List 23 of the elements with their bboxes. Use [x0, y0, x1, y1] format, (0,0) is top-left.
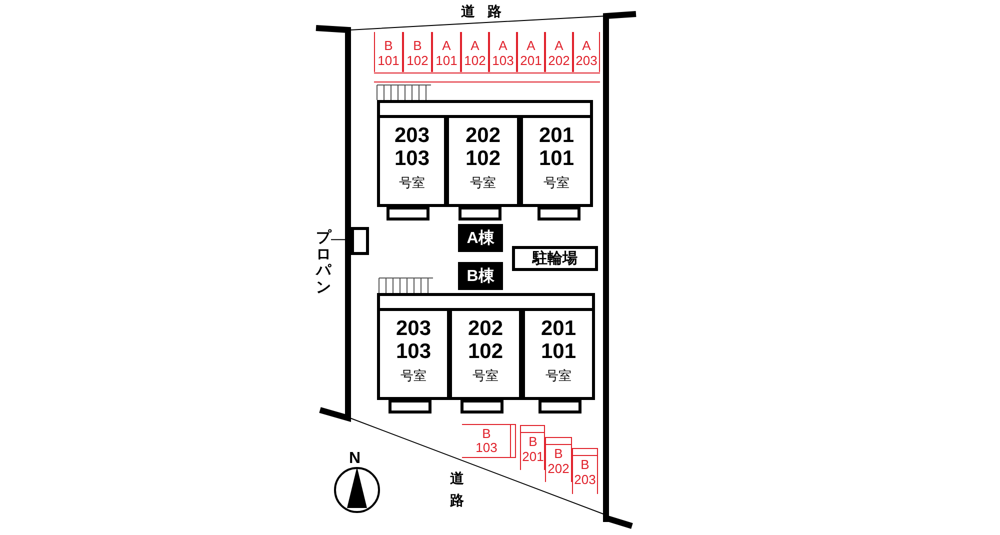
building-outline: [377, 293, 595, 400]
parking-space: B 201: [520, 425, 545, 470]
parking-space: A 103: [489, 32, 517, 72]
building-label: B棟: [458, 262, 503, 290]
parking-space: A 202: [545, 32, 573, 72]
building-outline: [377, 100, 593, 207]
parking-space: B 102: [403, 32, 432, 72]
road-label: 道路: [461, 3, 514, 21]
unit-box: 202 102 号室: [446, 115, 520, 207]
parking-space: B 203: [572, 448, 598, 494]
parking-space: A 201: [517, 32, 545, 72]
parking-space: B 101: [374, 32, 403, 72]
parking-space: A 203: [573, 32, 600, 72]
parking-space: B 103: [462, 424, 516, 458]
parking-space: A 102: [461, 32, 489, 72]
propane-box: [351, 227, 369, 255]
road-label: 道路: [450, 469, 464, 510]
unit-box: 202 102 号室: [449, 308, 522, 400]
building-label: A棟: [458, 224, 503, 252]
bicycle-parking: 駐輪場: [512, 246, 598, 271]
parking-space: A 101: [432, 32, 461, 72]
parking-space: B 202: [545, 437, 572, 482]
north-label: N: [349, 450, 361, 468]
